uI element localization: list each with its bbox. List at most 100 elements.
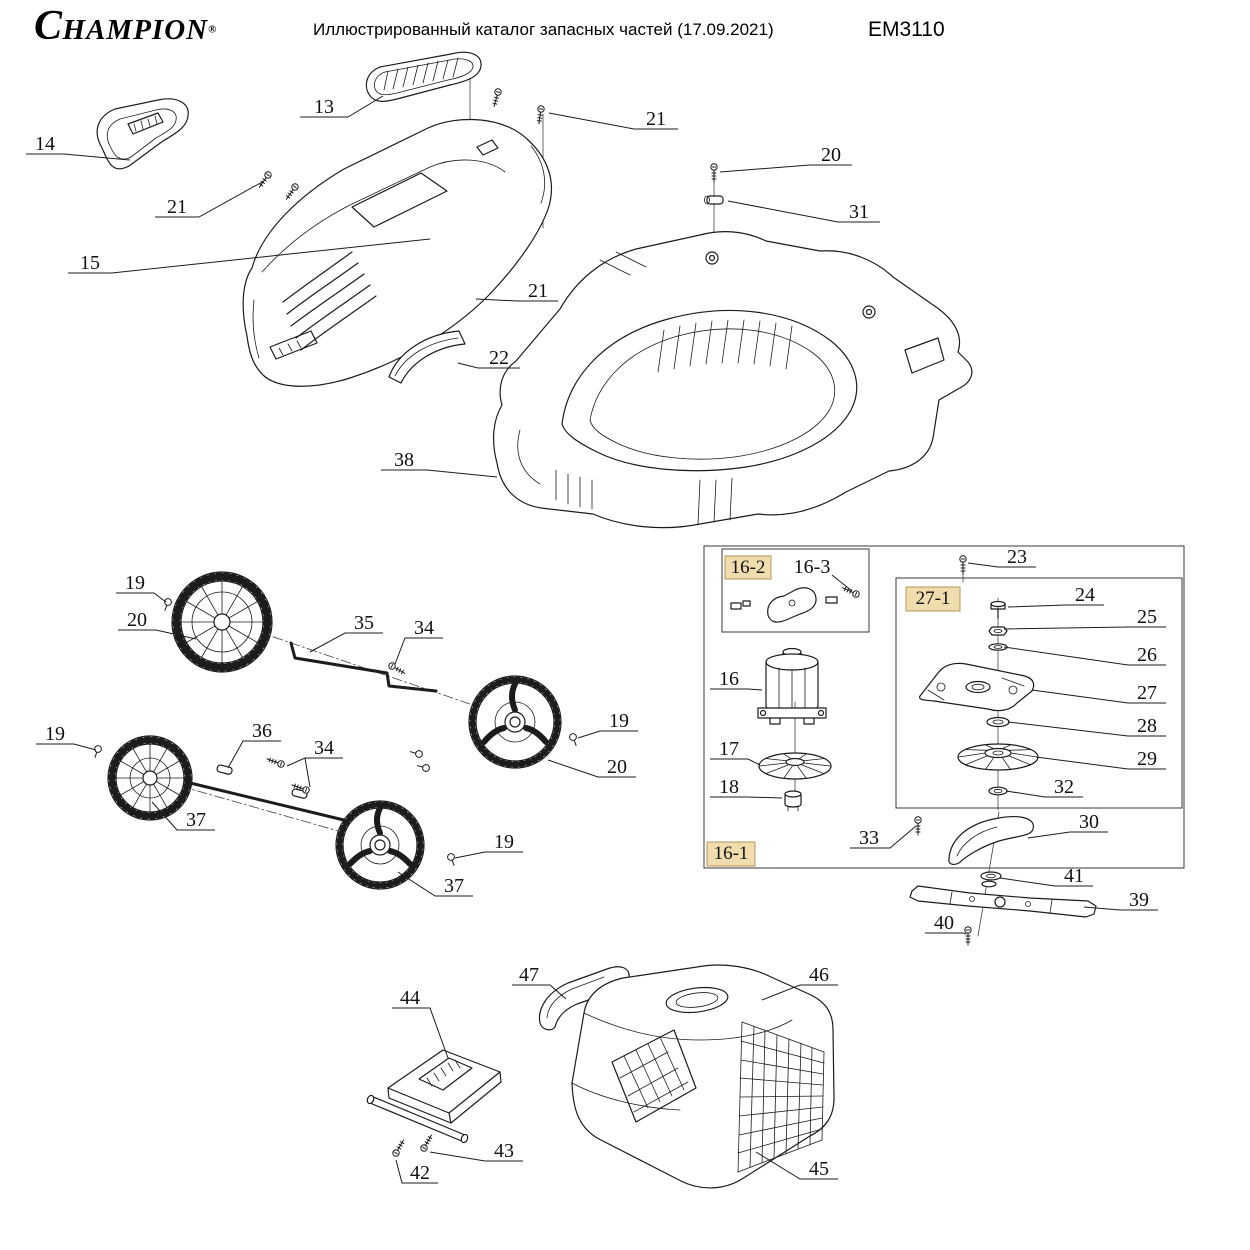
- registered-mark: ®: [208, 23, 217, 36]
- leader-21c: [475, 298, 558, 302]
- part-20-bolt-top: [710, 163, 718, 183]
- callout-40: 40: [934, 912, 954, 934]
- model-number: EM3110: [868, 18, 945, 41]
- callout-20-c: 20: [607, 756, 627, 778]
- callout-34-b: 34: [314, 737, 334, 759]
- callout-19-c: 19: [45, 723, 65, 745]
- part-18-blade-adapter: [784, 790, 802, 812]
- callout-32: 32: [1054, 776, 1074, 798]
- callout-37-b: 37: [444, 875, 464, 897]
- callout-15: 15: [80, 252, 100, 274]
- leader-15: [68, 238, 431, 274]
- callout-25: 25: [1137, 606, 1157, 628]
- part-17-impeller-fan: [758, 752, 832, 780]
- part-25-nut: [988, 626, 1008, 636]
- leader-21b: [155, 180, 265, 218]
- part-23-screw: [959, 555, 967, 575]
- part-28-bearing: [986, 716, 1010, 728]
- leader-34b: [286, 757, 343, 788]
- callout-28: 28: [1137, 715, 1157, 737]
- callout-41: 41: [1064, 865, 1084, 887]
- brand-initial: C: [34, 3, 63, 49]
- callout-19-d: 19: [494, 831, 514, 853]
- part-22-trim-strip: [388, 330, 466, 384]
- group-label-16-2: 16-2: [724, 555, 772, 580]
- leader-22: [457, 362, 520, 369]
- leader-37a: [151, 801, 215, 831]
- leader-19c: [36, 743, 97, 751]
- leader-16-3: [831, 574, 853, 592]
- part-20-wheel-front-right: [468, 675, 562, 769]
- group-box-16-1: [703, 545, 1185, 869]
- part-40-blade-screw: [964, 926, 972, 946]
- leader-16: [710, 688, 763, 691]
- leader-20c: [547, 759, 636, 778]
- leader-30: [1027, 831, 1108, 839]
- callout-38: 38: [394, 449, 414, 471]
- leader-13: [300, 95, 384, 118]
- part-27-motor-mount: [919, 662, 1035, 712]
- callout-47: 47: [519, 964, 539, 986]
- leader-35: [309, 632, 383, 653]
- part-16-electric-motor: [757, 647, 827, 725]
- callout-33: 33: [859, 827, 879, 849]
- leader-20a: [719, 164, 852, 173]
- callout-46: 46: [809, 964, 829, 986]
- leader-14: [26, 153, 131, 161]
- part-41-washer-set: [980, 871, 1002, 888]
- leader-28: [1007, 721, 1166, 737]
- leader-18: [710, 796, 783, 799]
- leader-29: [1035, 756, 1166, 770]
- leader-23: [967, 562, 1036, 568]
- leader-lines: [26, 95, 1166, 1184]
- part-24-bolt: [990, 600, 1006, 619]
- callout-44: 44: [400, 987, 420, 1009]
- group-box-16-2: [721, 548, 870, 633]
- leader-41: [999, 877, 1093, 887]
- leader-26: [1003, 646, 1166, 666]
- leader-47: [512, 984, 567, 1000]
- part-29-fan-pulley: [957, 743, 1039, 771]
- leader-39: [1083, 906, 1158, 911]
- callout-45: 45: [809, 1158, 829, 1180]
- part-32-bearing: [988, 786, 1008, 796]
- callout-30: 30: [1079, 811, 1099, 833]
- leader-44: [392, 1007, 449, 1059]
- part-39-blade: [909, 885, 1097, 918]
- callout-43: 43: [494, 1140, 514, 1162]
- part-37-wheel-rear-right: [335, 800, 425, 890]
- callout-21-c: 21: [528, 280, 548, 302]
- part-35-front-axle: [289, 641, 438, 693]
- leader-37b: [397, 871, 473, 897]
- callout-29: 29: [1137, 748, 1157, 770]
- leader-19b: [577, 730, 638, 739]
- part-15-motor-cover: [242, 118, 553, 387]
- callout-16: 16: [719, 668, 739, 690]
- callout-27: 27: [1137, 682, 1157, 704]
- callout-13: 13: [314, 96, 334, 118]
- part-44-rear-flap: [366, 1049, 502, 1144]
- part-42-43-flap-screws: [391, 1132, 435, 1158]
- leader-32: [1005, 790, 1083, 798]
- callout-35: 35: [354, 612, 374, 634]
- champion-logo: CHAMPION®: [34, 2, 217, 50]
- leader-42: [395, 1159, 438, 1184]
- brand-name: HAMPION: [62, 14, 209, 46]
- group-box-27-1: [895, 577, 1183, 809]
- part-36-rear-axle-and-clips: [184, 764, 350, 823]
- callout-21-b: 21: [167, 196, 187, 218]
- leader-45: [755, 1151, 838, 1180]
- callout-39: 39: [1129, 889, 1149, 911]
- leader-46: [761, 984, 838, 1001]
- group-frames: [703, 545, 1185, 869]
- callout-31: 31: [849, 201, 869, 223]
- leader-20b: [118, 629, 197, 640]
- leader-36: [227, 740, 281, 769]
- leader-34a: [394, 637, 443, 665]
- leader-19d: [454, 851, 523, 859]
- part-37-wheel-rear-left: [107, 735, 193, 821]
- part-13-upper-handle-grip: [365, 51, 482, 102]
- part-38-deck-housing: [492, 231, 973, 529]
- leader-43: [429, 1151, 523, 1162]
